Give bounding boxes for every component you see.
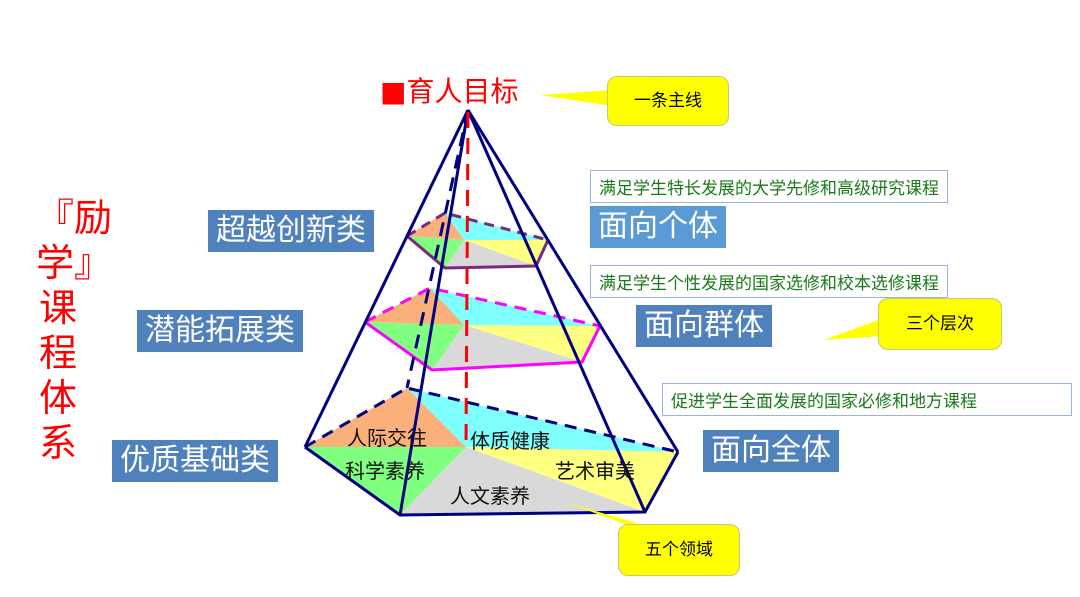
note-individual: 满足学生特长发展的大学先修和高级研究课程: [590, 170, 948, 203]
domain-interpersonal: 人际交往: [347, 426, 427, 450]
audience-all: 面向全体: [703, 430, 839, 472]
audience-individual: 面向个体: [590, 206, 726, 248]
domain-art: 艺术审美: [555, 459, 635, 483]
callout-five-domains: 五个领域: [618, 524, 740, 576]
domain-humanities: 人文素养: [450, 484, 530, 508]
level-innovation: 超越创新类: [208, 210, 374, 252]
note-all: 促进学生全面发展的国家必修和地方课程: [662, 383, 1072, 416]
middle-layer: [364, 286, 602, 372]
audience-group: 面向群体: [636, 305, 772, 347]
goal-label: ■育人目标: [380, 75, 519, 108]
diagram-title: 『励学』课程体系: [36, 196, 113, 465]
domain-physical: 体质健康: [470, 429, 550, 453]
domain-science: 科学素养: [345, 459, 425, 483]
callout-three-levels: 三个层次: [878, 298, 1002, 350]
top-layer: [406, 211, 550, 270]
callout-pointer: [824, 318, 884, 340]
note-group: 满足学生个性发展的国家选修和校本选修课程: [590, 265, 948, 298]
callout-pointer: [565, 502, 646, 526]
callout-pointer: [540, 90, 612, 106]
level-potential: 潜能拓展类: [137, 310, 303, 352]
level-foundation: 优质基础类: [112, 440, 278, 482]
callout-main-line: 一条主线: [607, 76, 729, 126]
pyramid-edges: [303, 109, 680, 516]
main-axis: [464, 111, 470, 448]
